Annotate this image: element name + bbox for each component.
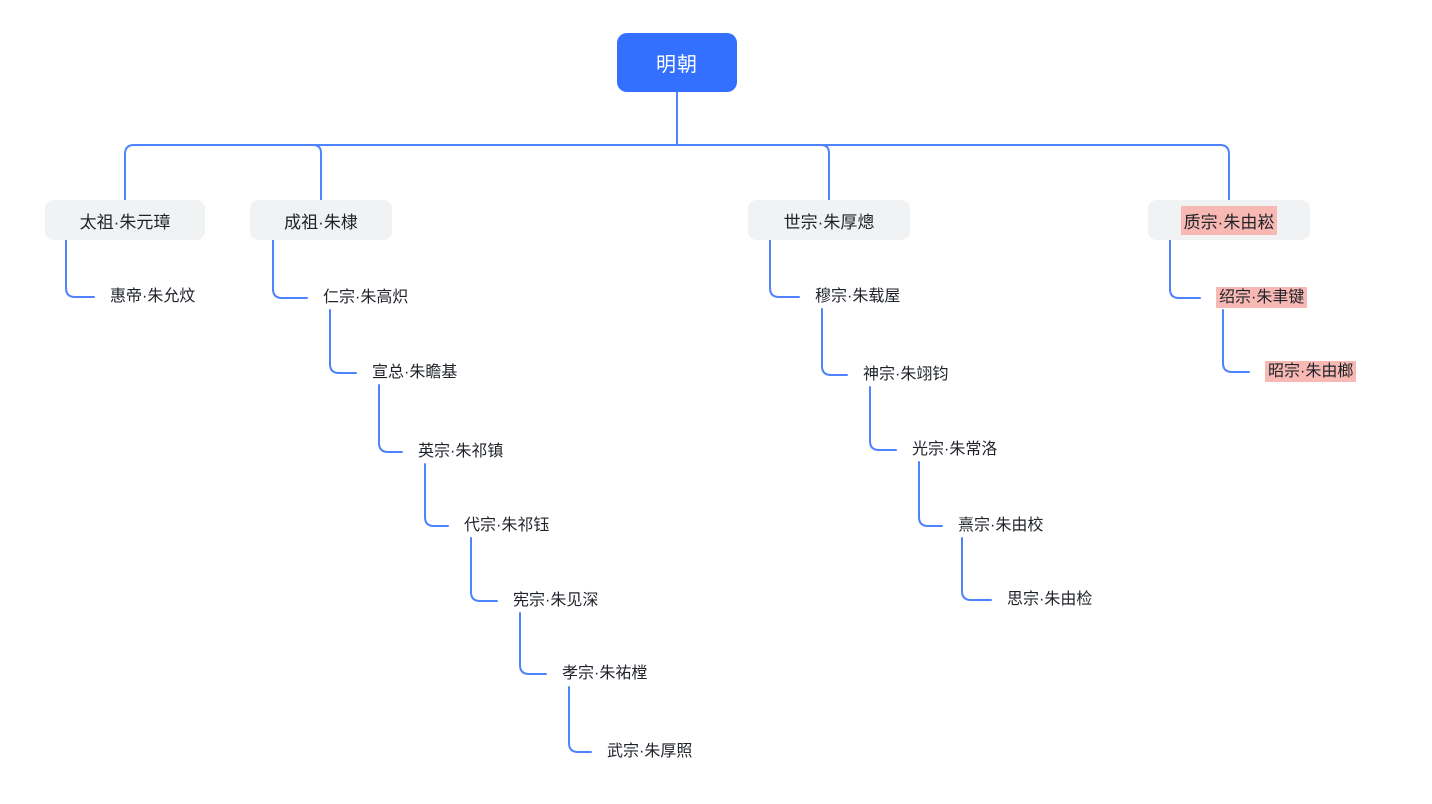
node-label: 光宗·朱常洛 [912, 441, 998, 458]
elbow-renzong-xuanzong [329, 309, 357, 374]
node-xianzong-zhujianshen[interactable]: 宪宗·朱见深 [513, 588, 598, 614]
node-shaozong-zhuyujian[interactable]: 绍宗·朱聿键 [1216, 285, 1308, 311]
node-wuzong-zhuhouzhao[interactable]: 武宗·朱厚照 [607, 739, 692, 765]
node-label: 宪宗·朱见深 [513, 592, 599, 609]
node-shizong-zhuhoucong[interactable]: 世宗·朱厚熜 [748, 200, 910, 240]
node-yingzong-zhuqizhen[interactable]: 英宗·朱祁镇 [418, 439, 503, 465]
node-huidi-zhuyunwen[interactable]: 惠帝·朱允炆 [110, 284, 195, 310]
node-root-mingchao[interactable]: 明朝 [617, 33, 737, 92]
node-label: 世宗·朱厚熜 [783, 212, 875, 232]
node-label: 英宗·朱祁镇 [418, 443, 504, 460]
node-label: 明朝 [656, 54, 698, 76]
node-label: 代宗·朱祁钰 [464, 517, 550, 534]
node-guangzong-zhuchangluo[interactable]: 光宗·朱常洛 [912, 437, 997, 463]
node-label: 孝宗·朱祐樘 [562, 665, 648, 682]
node-sizong-zhuyoujian[interactable]: 思宗·朱由检 [1007, 587, 1092, 613]
node-xiaozong-zhuyoucheng[interactable]: 孝宗·朱祐樘 [562, 661, 647, 687]
elbow-taizu-huidi [65, 239, 95, 298]
elbow-shizong-muzong [769, 239, 800, 298]
node-label: 穆宗·朱载屋 [815, 288, 901, 305]
node-zhizong-zhuyousong[interactable]: 质宗·朱由崧 [1148, 200, 1310, 240]
elbow-zhizong-shaozong [1169, 239, 1201, 299]
node-label-highlighted: 绍宗·朱聿键 [1216, 287, 1308, 308]
node-zhaozong-zhuyoulang[interactable]: 昭宗·朱由榔 [1265, 359, 1357, 385]
elbow-shenzong-guangzong [869, 386, 897, 451]
trunk-drop-shizong [820, 144, 830, 201]
node-label: 成祖·朱棣 [284, 212, 358, 232]
elbow-chengzu-renzong [272, 239, 308, 299]
node-taizu-zhuyuanzhang[interactable]: 太祖·朱元璋 [45, 200, 205, 240]
node-label: 武宗·朱厚照 [607, 743, 693, 760]
node-label: 宣总·朱瞻基 [372, 364, 458, 381]
node-label: 熹宗·朱由校 [958, 517, 1044, 534]
elbow-daizong-xianzong [470, 537, 498, 602]
elbow-muzong-shenzong [821, 308, 848, 376]
node-muzong-zhuzai[interactable]: 穆宗·朱载屋 [815, 284, 900, 310]
node-xuanzong-zhuzhanji[interactable]: 宣总·朱瞻基 [372, 360, 457, 386]
elbow-xizong-sizong [961, 537, 992, 601]
node-label: 仁宗·朱高炽 [323, 289, 409, 306]
elbow-xiaozong-wuzong [568, 686, 592, 753]
node-label: 惠帝·朱允炆 [110, 288, 196, 305]
elbow-shaozong-zhaozong [1222, 309, 1250, 373]
node-label: 思宗·朱由检 [1007, 591, 1093, 608]
node-label: 神宗·朱翊钧 [863, 366, 949, 383]
elbow-yingzong-daizong [424, 463, 449, 527]
node-daizong-zhuqiyu[interactable]: 代宗·朱祁钰 [464, 513, 549, 539]
node-label-highlighted: 昭宗·朱由榔 [1265, 361, 1357, 382]
elbow-guangzong-xizong [918, 461, 943, 527]
node-xizong-zhuyouxiao[interactable]: 熹宗·朱由校 [958, 513, 1043, 539]
node-renzong-zhugaochi[interactable]: 仁宗·朱高炽 [323, 285, 408, 311]
trunk-drop-chengzu [312, 144, 322, 201]
elbow-xuanzong-yingzong [378, 384, 403, 453]
node-label: 太祖·朱元璋 [79, 212, 171, 232]
node-shenzong-zhuyijun[interactable]: 神宗·朱翊钧 [863, 362, 948, 388]
elbow-xianzong-xiaozong [519, 612, 547, 675]
node-label-highlighted: 质宗·朱由崧 [1180, 205, 1278, 235]
node-chengzu-zhudi[interactable]: 成祖·朱棣 [250, 200, 392, 240]
trunk-horizontal [124, 144, 1230, 201]
